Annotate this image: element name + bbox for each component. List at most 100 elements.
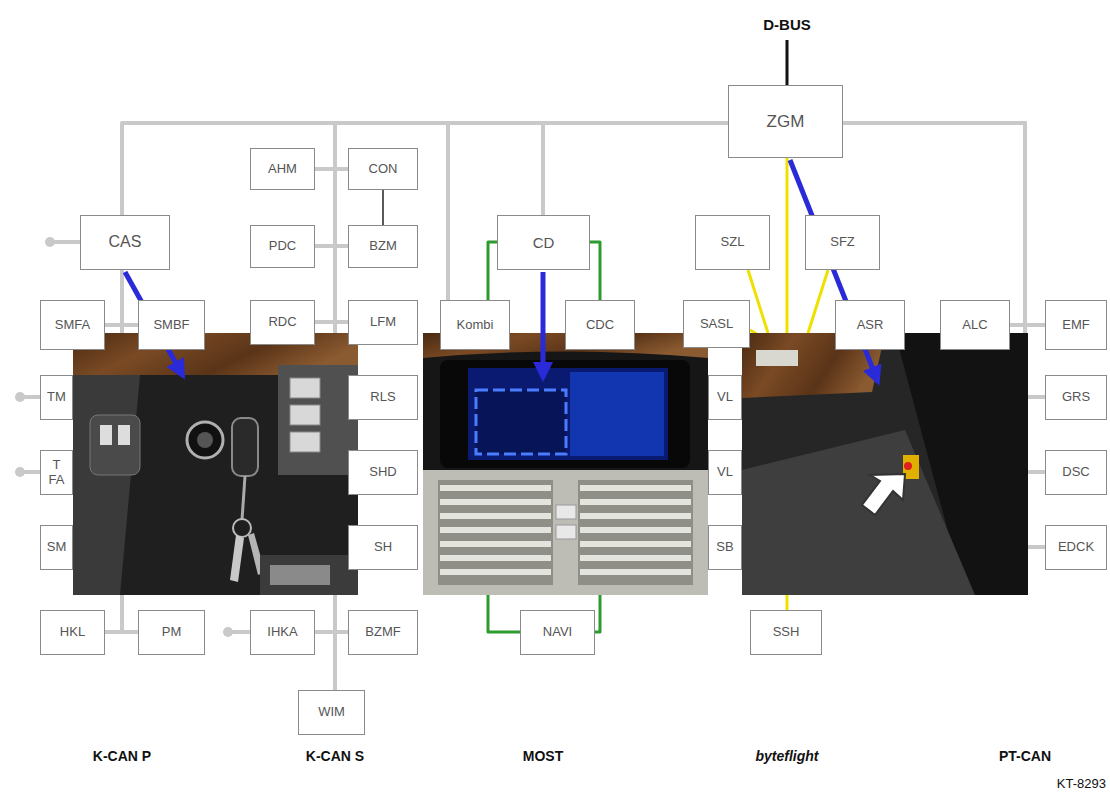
byteflight-wire: [786, 158, 789, 333]
bus-module-box: WIM: [298, 690, 365, 735]
module-name: GRS: [1062, 390, 1090, 405]
bus-line: [488, 242, 497, 300]
bus-module-box: CAS: [80, 215, 170, 270]
hazard-button: [556, 505, 576, 519]
module-name: SSH: [773, 625, 800, 640]
vent-slats: [580, 488, 691, 572]
key-fob: [232, 418, 258, 476]
bus-line: [122, 123, 728, 215]
module-name: SMBF: [153, 318, 189, 333]
screen: [468, 368, 668, 460]
bus-module-box: CON: [348, 148, 418, 190]
bus-line: [315, 123, 728, 632]
module-name: RDC: [268, 315, 296, 330]
bus-module-box: EDCK: [1045, 525, 1107, 570]
module-name: NAVI: [543, 625, 572, 640]
bus-module-box: NAVI: [520, 610, 595, 655]
bus-module-box: HKL: [40, 610, 105, 655]
module-name: SFZ: [830, 235, 855, 250]
button: [290, 378, 320, 398]
bus-label: D-BUS: [763, 16, 811, 33]
bus-line: [543, 123, 728, 215]
bus-module-box: ASR: [835, 300, 905, 350]
bus-label: K-CAN S: [306, 748, 364, 764]
module-name: CDC: [586, 318, 614, 333]
bus-module-box: CD: [497, 215, 590, 270]
byteflight-wire: [748, 270, 768, 333]
module-name: CON: [369, 162, 398, 177]
d-bus-wire: [786, 40, 789, 85]
module-name: EDCK: [1058, 540, 1094, 555]
bus-module-box: SH: [348, 525, 418, 570]
module-name: HKL: [60, 625, 85, 640]
module-name: ZGM: [767, 112, 805, 132]
module-name: CD: [533, 234, 555, 251]
bus-module-box: DSC: [1045, 450, 1107, 495]
console: [423, 470, 708, 595]
leader-arrow: [541, 272, 546, 378]
module-name: BZMF: [365, 625, 400, 640]
key-ring: [233, 519, 251, 537]
bus-terminator: [15, 467, 25, 477]
bus-line: [105, 270, 122, 325]
console-slot: [270, 565, 330, 585]
bus-module-box: T FA: [40, 450, 73, 495]
button: [290, 432, 320, 452]
screen-pane: [570, 372, 664, 456]
bus-module-box: VL: [708, 375, 742, 420]
carpet: [742, 430, 975, 595]
bus-module-box: BZM: [348, 225, 418, 268]
bus-module-box: ALC: [940, 300, 1010, 350]
bus-module-box: Kombi: [440, 300, 510, 350]
key: [230, 535, 244, 582]
side-panel: [73, 375, 140, 595]
bus-module-box: LFM: [348, 300, 418, 345]
bus-module-box: EMF: [1045, 300, 1107, 350]
module-name: T FA: [47, 458, 67, 488]
bus-module-box: SHD: [348, 450, 418, 495]
module-name: VL: [717, 390, 733, 405]
bus-module-box: TM: [40, 375, 73, 420]
bus-label: byteflight: [756, 748, 819, 764]
photo-ground: [742, 333, 1028, 595]
bus-module-box: PM: [138, 610, 205, 655]
module-name: PM: [162, 625, 182, 640]
console-trim: [260, 555, 358, 595]
bus-module-box: SM: [40, 525, 73, 570]
bus-module-box: SSH: [750, 610, 822, 655]
module-name: ASR: [857, 318, 884, 333]
bus-label: MOST: [523, 748, 563, 764]
bus-line: [382, 190, 384, 225]
bus-module-box: SASL: [683, 300, 750, 348]
bus-module-box: SMBF: [138, 300, 205, 350]
switch: [100, 425, 112, 445]
module-name: VL: [717, 465, 733, 480]
screen-bezel: [440, 360, 690, 468]
bus-module-box: VL: [708, 450, 742, 495]
start-button: [187, 422, 223, 458]
button-panel: [278, 365, 358, 475]
module-name: SM: [47, 540, 67, 555]
socket-dot: [904, 462, 912, 470]
screen-highlight: [476, 390, 566, 454]
bus-module-box: SFZ: [805, 215, 880, 270]
key-chain: [242, 476, 245, 520]
bus-module-box: AHM: [250, 148, 315, 190]
pointer-arrow: [862, 474, 905, 515]
bus-module-box: RDC: [250, 300, 315, 345]
module-name: LFM: [370, 315, 396, 330]
module-name: DSC: [1062, 465, 1089, 480]
vent-slats: [440, 488, 551, 572]
air-vent: [438, 480, 553, 585]
sticker: [756, 350, 798, 366]
bus-module-box: RLS: [348, 375, 418, 420]
module-name: PDC: [269, 239, 296, 254]
bus-line: [335, 123, 728, 322]
bus-module-box: CDC: [565, 300, 635, 350]
bus-terminator: [15, 392, 25, 402]
module-name: RLS: [370, 390, 395, 405]
photo-display: [423, 333, 708, 595]
photo-ground: [423, 333, 708, 595]
byteflight-wire: [786, 595, 789, 610]
module-name: WIM: [318, 705, 345, 720]
